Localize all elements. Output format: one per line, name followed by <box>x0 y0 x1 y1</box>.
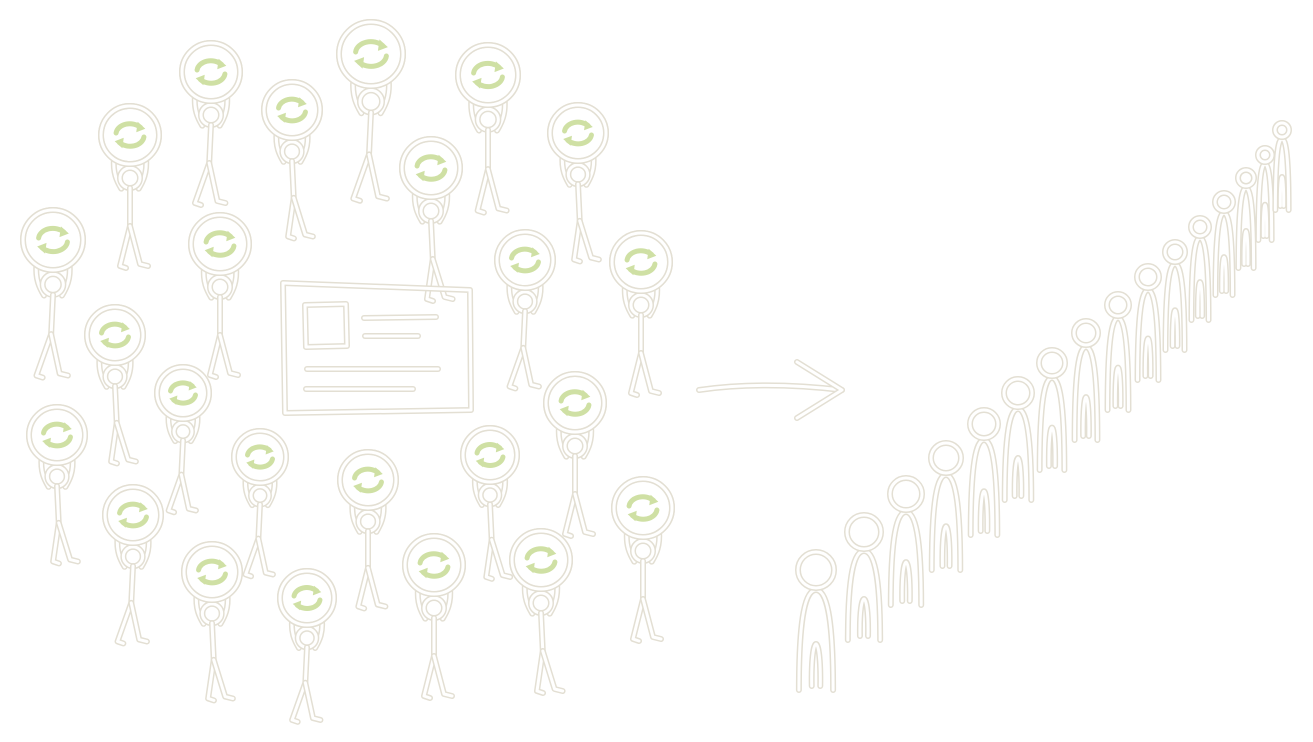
person-with-sync-badge <box>179 40 243 208</box>
sync-icon <box>245 444 275 470</box>
sync-icon <box>474 442 506 468</box>
sync-icon <box>352 466 384 494</box>
person-with-sync-badge <box>509 528 573 696</box>
person-with-sync-badge <box>261 79 323 242</box>
person-with-sync-badge <box>402 533 466 701</box>
person-with-sync-badge <box>337 449 399 612</box>
sync-icon <box>113 121 147 149</box>
person-with-sync-badge <box>611 476 675 644</box>
sync-icon <box>194 58 228 86</box>
sync-icon <box>417 551 451 579</box>
sync-icon <box>99 321 131 349</box>
queued-person <box>1212 190 1236 298</box>
person-with-sync-badge <box>102 484 164 647</box>
sync-icon <box>353 39 389 69</box>
sync-icon <box>36 225 70 255</box>
person-with-sync-badge <box>547 102 609 265</box>
queued-person <box>1255 145 1275 243</box>
queued-person <box>1272 120 1292 213</box>
sync-icon <box>276 96 308 124</box>
sync-icon <box>196 558 228 586</box>
sync-icon <box>117 501 149 529</box>
person-with-sync-badge <box>20 207 86 381</box>
crowd-group <box>20 19 675 725</box>
queued-person <box>887 475 925 608</box>
queued-person <box>1188 215 1212 323</box>
person-with-sync-badge <box>277 568 337 725</box>
queued-person <box>1001 376 1035 503</box>
sync-icon <box>41 421 73 449</box>
person-with-sync-badge <box>460 425 520 582</box>
person-with-sync-badge <box>543 371 607 539</box>
sync-icon <box>524 546 558 574</box>
person-with-sync-badge <box>336 19 406 204</box>
queued-person <box>795 549 837 693</box>
queued-person <box>967 407 1001 538</box>
queued-person <box>1235 167 1257 271</box>
person-with-sync-badge <box>399 136 463 304</box>
queued-person <box>1134 263 1162 383</box>
person-with-sync-badge <box>154 364 212 516</box>
person-with-sync-badge <box>494 229 556 392</box>
queue-group <box>795 120 1292 693</box>
profile-card-icon <box>280 280 474 416</box>
queued-person <box>1036 347 1068 473</box>
sync-icon <box>626 494 660 522</box>
person-with-sync-badge <box>98 103 162 271</box>
sync-icon <box>562 119 594 147</box>
queued-person <box>1162 239 1188 353</box>
queued-person <box>1071 318 1101 443</box>
sync-icon <box>558 389 592 417</box>
person-with-sync-badge <box>231 428 289 580</box>
queued-person <box>1104 291 1132 413</box>
person-with-sync-badge <box>609 230 673 398</box>
sync-icon <box>203 230 237 258</box>
sync-icon <box>471 60 505 90</box>
queued-person <box>844 512 884 643</box>
queued-person <box>928 440 964 573</box>
person-with-sync-badge <box>181 541 243 704</box>
person-with-sync-badge <box>188 212 252 380</box>
person-with-sync-badge <box>455 42 521 216</box>
person-with-sync-badge <box>26 404 88 567</box>
sync-icon <box>624 248 658 276</box>
person-with-sync-badge <box>84 304 146 467</box>
sync-icon <box>414 154 448 182</box>
arrow-right-icon <box>696 359 845 421</box>
sync-icon <box>291 585 323 611</box>
sync-icon <box>168 380 198 406</box>
sync-icon <box>509 246 541 274</box>
